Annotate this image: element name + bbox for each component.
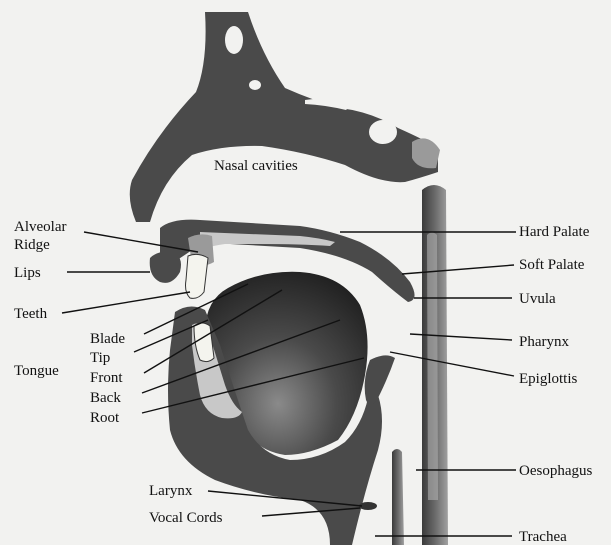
label-alveolar-ridge-2: Ridge	[14, 237, 50, 253]
label-alveolar-ridge-1: Alveolar	[14, 219, 66, 235]
label-soft-palate: Soft Palate	[519, 257, 585, 273]
label-trachea: Trachea	[519, 529, 567, 545]
leader-teeth	[62, 292, 190, 313]
pharynx-light	[427, 233, 438, 501]
label-oesophagus: Oesophagus	[519, 463, 592, 479]
label-epiglottis: Epiglottis	[519, 371, 578, 387]
label-teeth: Teeth	[14, 306, 48, 322]
leader-epiglottis	[390, 352, 514, 376]
label-lips: Lips	[14, 265, 41, 281]
label-nasal-cavities: Nasal cavities	[214, 158, 298, 174]
frontal-sinus	[225, 26, 243, 54]
nasal-outline	[130, 12, 438, 222]
label-back: Back	[90, 390, 121, 406]
label-root: Root	[90, 410, 120, 426]
label-hard-palate: Hard Palate	[519, 224, 590, 240]
label-larynx: Larynx	[149, 483, 193, 499]
label-pharynx: Pharynx	[519, 334, 569, 350]
label-vocal-cords: Vocal Cords	[149, 510, 223, 526]
leader-soft-palate	[402, 265, 514, 274]
epiglottis	[365, 355, 395, 404]
nasal-hole	[249, 80, 261, 90]
label-front: Front	[90, 370, 123, 386]
label-blade: Blade	[90, 331, 125, 347]
label-tongue: Tongue	[14, 363, 59, 379]
label-uvula: Uvula	[519, 291, 556, 307]
oesophagus	[392, 449, 404, 545]
sphenoid-sinus	[369, 120, 397, 144]
upper-lip	[150, 252, 181, 283]
label-tip: Tip	[90, 350, 110, 366]
